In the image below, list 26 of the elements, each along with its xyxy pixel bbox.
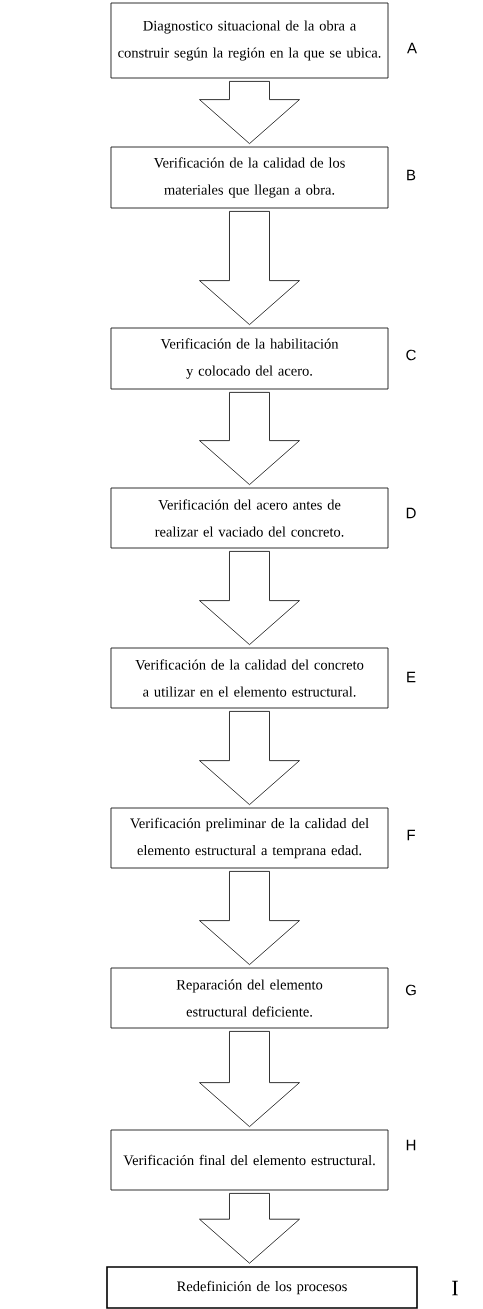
letter-label: E xyxy=(407,671,416,683)
letter-label: I xyxy=(452,1280,458,1296)
letter-label: H xyxy=(406,1139,416,1151)
block-arrow xyxy=(199,211,300,325)
process-box: Verificación final del elemento estructural. xyxy=(110,1129,389,1191)
letter-label: F xyxy=(407,829,415,841)
process-box: Verificación de la habilitación y colocado del acero. xyxy=(110,327,389,390)
process-box: Diagnostico situacional de la obra a construir según la región en la que se ubica. xyxy=(110,2,389,79)
process-box: Verificación preliminar de la calidad del elemento estructural a temprana edad. xyxy=(110,807,389,869)
process-box: Verificación de la calidad de los materiales que llegan a obra. xyxy=(110,146,389,209)
process-box: Verificación de la calidad del concreto a utilizar en el elemento estructural. xyxy=(110,647,389,709)
block-arrow xyxy=(199,81,300,144)
block-arrow xyxy=(199,1031,300,1127)
process-box: Verificación del acero antes de realizar el vaciado del concreto. xyxy=(110,487,389,549)
block-arrow xyxy=(199,711,300,805)
letter-label: D xyxy=(406,507,416,519)
block-arrow xyxy=(199,871,300,965)
letter-label: C xyxy=(406,349,416,361)
block-arrow xyxy=(199,1193,300,1264)
block-arrow xyxy=(199,551,300,645)
block-arrow xyxy=(199,392,300,485)
letter-label: G xyxy=(405,984,416,996)
process-box: Redefinición de los procesos xyxy=(106,1266,418,1309)
process-box: Reparación del elemento estructural deficiente. xyxy=(110,967,389,1029)
letter-label: A xyxy=(407,42,417,54)
letter-label: B xyxy=(407,169,416,181)
